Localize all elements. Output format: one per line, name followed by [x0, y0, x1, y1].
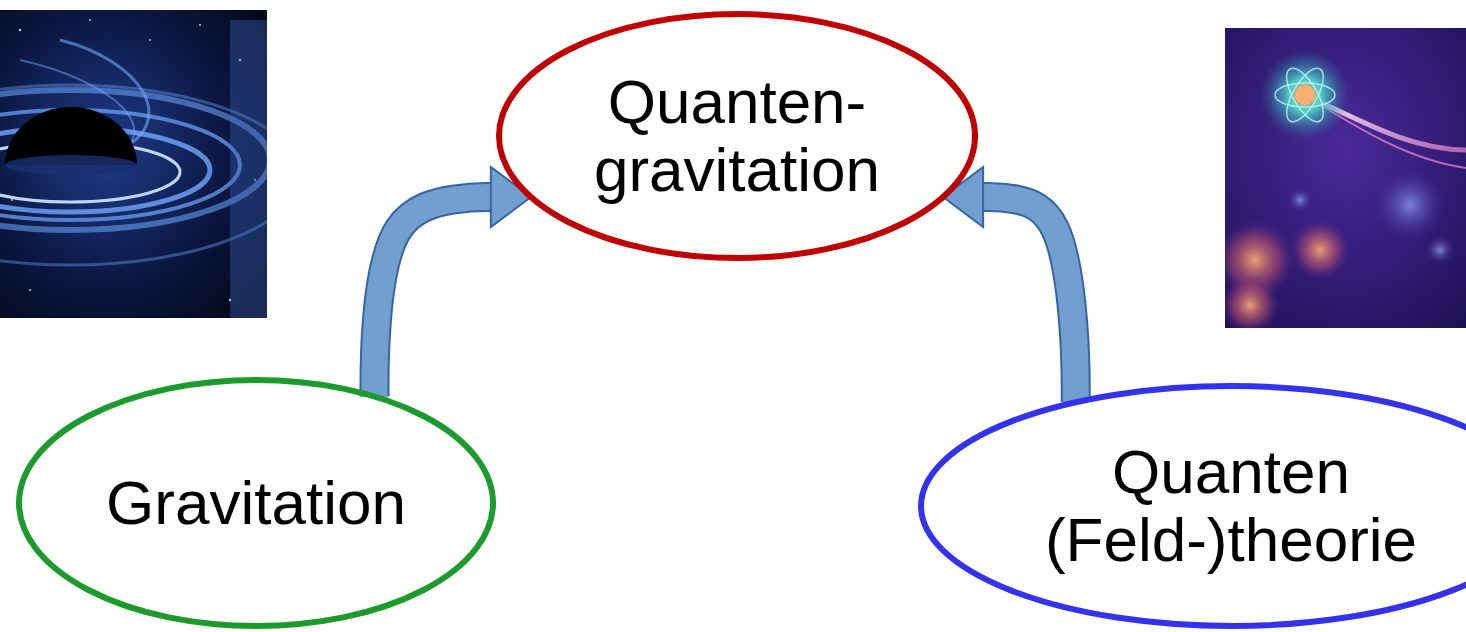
curved-arrow — [943, 167, 1076, 402]
node-text-group: Gravitation — [106, 469, 406, 537]
arrow-shaft — [375, 197, 491, 396]
ellipse-node: Quanten (Feld-)theorie — [917, 382, 1466, 630]
ellipse-node: Quanten- gravitation — [495, 10, 979, 262]
arrow-shaft — [983, 197, 1076, 402]
black-hole-picture — [0, 10, 267, 318]
ellipse-border — [499, 14, 975, 258]
ellipse-border — [921, 386, 1466, 626]
node-text-group: Quanten (Feld-)theorie — [1021, 438, 1441, 574]
node-label: Quanten (Feld-)theorie — [1021, 438, 1441, 574]
arrow-outline — [375, 197, 491, 396]
node-label: Quanten- gravitation — [577, 68, 897, 204]
curved-arrow — [375, 167, 531, 396]
quantum-particle-picture — [1225, 28, 1466, 328]
ellipse-node: Gravitation — [15, 376, 497, 630]
node-text-group: Quanten- gravitation — [577, 68, 897, 204]
node-label: Gravitation — [106, 469, 406, 537]
arrow-outline — [983, 197, 1076, 402]
ellipse-border — [19, 380, 493, 626]
